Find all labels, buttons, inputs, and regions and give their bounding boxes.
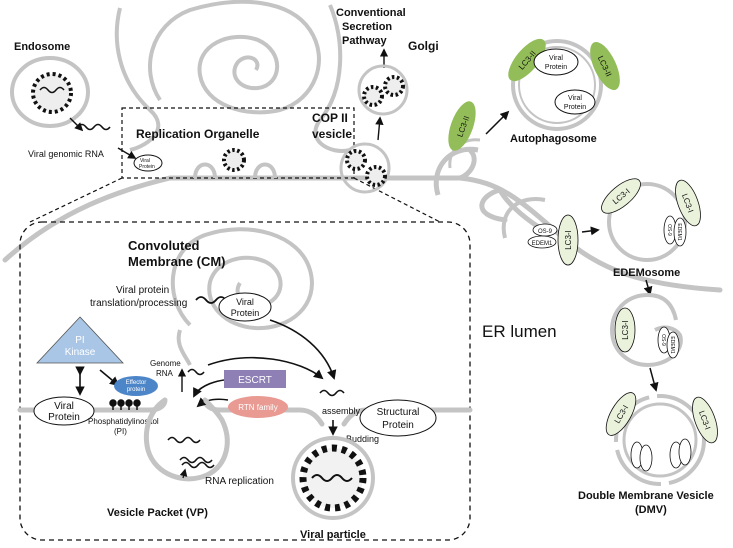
genome-rna-label-2: RNA [156,369,174,378]
lc3-i-pill-6 [692,396,718,444]
autophagosome-label: Autophagosome [510,133,597,145]
lc3-ii-pill-3 [590,41,620,91]
svg-text:Viral: Viral [140,158,150,164]
svg-text:Viral: Viral [236,297,254,307]
genome-rna-label-1: Genome [150,359,181,368]
double-membrane-vesicle: LC3-I LC3-I [605,392,718,486]
lc3-i-pill-1 [557,214,579,266]
cop2-vesicle [339,142,391,194]
er-membrane [2,147,723,293]
svg-text:LC3-I: LC3-I [564,230,573,250]
cop2-label-2: vesicle [312,127,352,141]
edemosome-label: EDEMosome [613,267,680,279]
lc3-i-pill-4 [614,307,636,353]
cm-label-2: Membrane (CM) [128,254,226,269]
svg-text:Protein: Protein [382,420,414,431]
svg-text:Protein: Protein [48,412,80,423]
svg-text:PI: PI [75,335,84,346]
golgi-label: Golgi [408,39,439,53]
svg-text:EDEM1: EDEM1 [669,336,675,353]
svg-text:EDEM1: EDEM1 [676,223,682,240]
viral-particle [291,436,375,520]
rtn-family [228,396,288,418]
dmv-label-1: Double Membrane Vesicle [578,490,714,502]
viral-genomic-rna-label: Viral genomic RNA [28,149,104,159]
endosome: Endosome [10,41,90,128]
vesicle-packet [143,397,230,482]
budding-label: Budding [346,434,379,444]
svg-text:Protein: Protein [545,64,567,71]
endosome-label: Endosome [14,41,70,53]
lc3-i-pill-3 [675,179,701,227]
svg-text:Viral: Viral [549,55,563,62]
replication-organelle-box [121,107,355,179]
svg-text:Viral: Viral [54,401,74,412]
assembly-label: assembly [322,406,361,416]
vesicle-packet-label: Vesicle Packet (VP) [107,507,208,519]
lc3-i-pill-2 [601,178,641,214]
rna-replication-label: RNA replication [205,476,274,487]
lc3-i-pill-5 [605,392,637,436]
viral-particle-label: Viral particle [300,529,366,541]
svg-text:LC3-I: LC3-I [621,320,630,340]
svg-text:Kinase: Kinase [65,347,96,358]
dmv-label-2: (DMV) [635,504,667,516]
translation-label-2: translation/processing [90,298,187,309]
pi-label-1: Phosphatidylinositol [88,417,159,426]
svg-text:ESCRT: ESCRT [238,375,272,386]
small-viral-protein [133,154,163,172]
svg-text:OS-9: OS-9 [660,334,666,346]
svg-text:OS-9: OS-9 [538,229,553,235]
inset-viral-protein [218,292,272,322]
svg-text:EDEM1: EDEM1 [532,241,553,247]
svg-text:Effector: Effector [126,380,147,386]
structural-protein [359,399,437,437]
conventional-secretion-label-1: Conventional [336,7,406,19]
convoluted-membrane-top [114,0,351,153]
lc3-ii-pill-1 [448,101,476,151]
svg-text:protein: protein [127,387,145,393]
er-lumen-label: ER lumen [482,322,557,341]
lc3-ii-forming-membrane: LC3-II [433,101,481,196]
inset-viral-protein-left [33,396,95,426]
effector-protein [114,376,158,396]
svg-text:Structural: Structural [377,407,420,418]
genomic-rna-wave [77,123,111,131]
svg-text:RTN family: RTN family [238,403,277,412]
convoluted-membrane-inset [170,227,314,366]
rna-entry-arrow [69,117,84,132]
escrt-box [224,370,286,388]
edemosome: LC3-I LC3-I OS-9 EDEM1 [601,178,701,262]
cop2-label-1: COP II [312,111,348,125]
edem-budding-vesicle: LC3-I OS-9 EDEM1 [609,292,683,368]
replication-organelle-label: Replication Organelle [136,127,260,141]
lc3-ii-pill-2 [508,38,546,82]
svg-text:OS-9: OS-9 [666,224,672,236]
svg-text:Protein: Protein [564,104,586,111]
zoom-inset-box [19,221,471,541]
autophagosome: LC3-II LC3-II Viral Protein Viral Protei… [508,38,620,131]
conventional-secretion-label-3: Pathway [342,35,388,47]
svg-text:Viral: Viral [568,95,582,102]
edem-forming-membrane: LC3-I OS-9 EDEM1 [501,197,579,266]
conventional-secretion-label-2: Secretion [342,21,392,33]
pi-label-2: (PI) [114,427,127,436]
secretion-vesicle [357,64,409,116]
cm-label-1: Convoluted [128,238,200,253]
svg-text:Protein: Protein [231,308,260,318]
small-virion-ro [222,148,246,172]
translation-label-1: Viral protein [116,285,169,296]
pi-lipids [109,399,141,410]
svg-text:Protein: Protein [139,164,155,170]
pi-kinase [36,316,124,364]
